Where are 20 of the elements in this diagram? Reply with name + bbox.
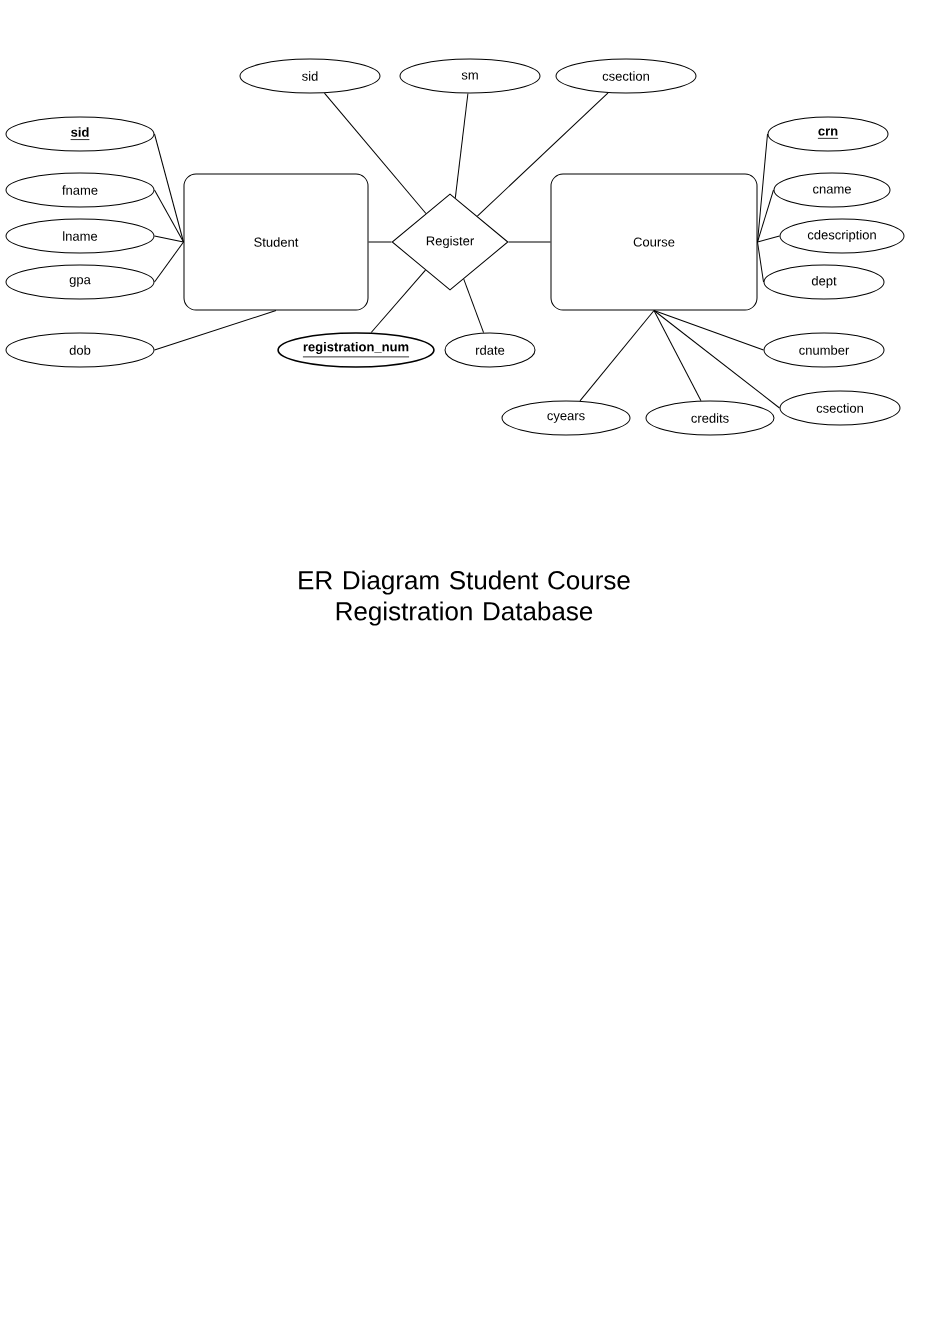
connector-line	[154, 133, 184, 243]
connector-line	[757, 235, 780, 243]
connector-line	[653, 310, 702, 402]
connector-line	[154, 310, 277, 351]
connector-line	[476, 92, 609, 217]
connector-line	[463, 278, 485, 334]
connector-line	[154, 235, 184, 243]
connector-line	[653, 310, 764, 351]
connector-line	[154, 241, 184, 283]
connector-line	[154, 189, 184, 243]
connector-line	[508, 241, 551, 243]
connector-line	[653, 310, 780, 409]
connector-line	[757, 241, 764, 283]
connector-line	[757, 189, 774, 243]
title: ER Diagram Student Course Registration Database	[299, 570, 630, 626]
connector-line	[323, 92, 427, 214]
connector-line	[368, 241, 392, 243]
connector-line	[579, 310, 655, 402]
connector-line	[757, 133, 768, 243]
connector-line	[454, 93, 469, 199]
